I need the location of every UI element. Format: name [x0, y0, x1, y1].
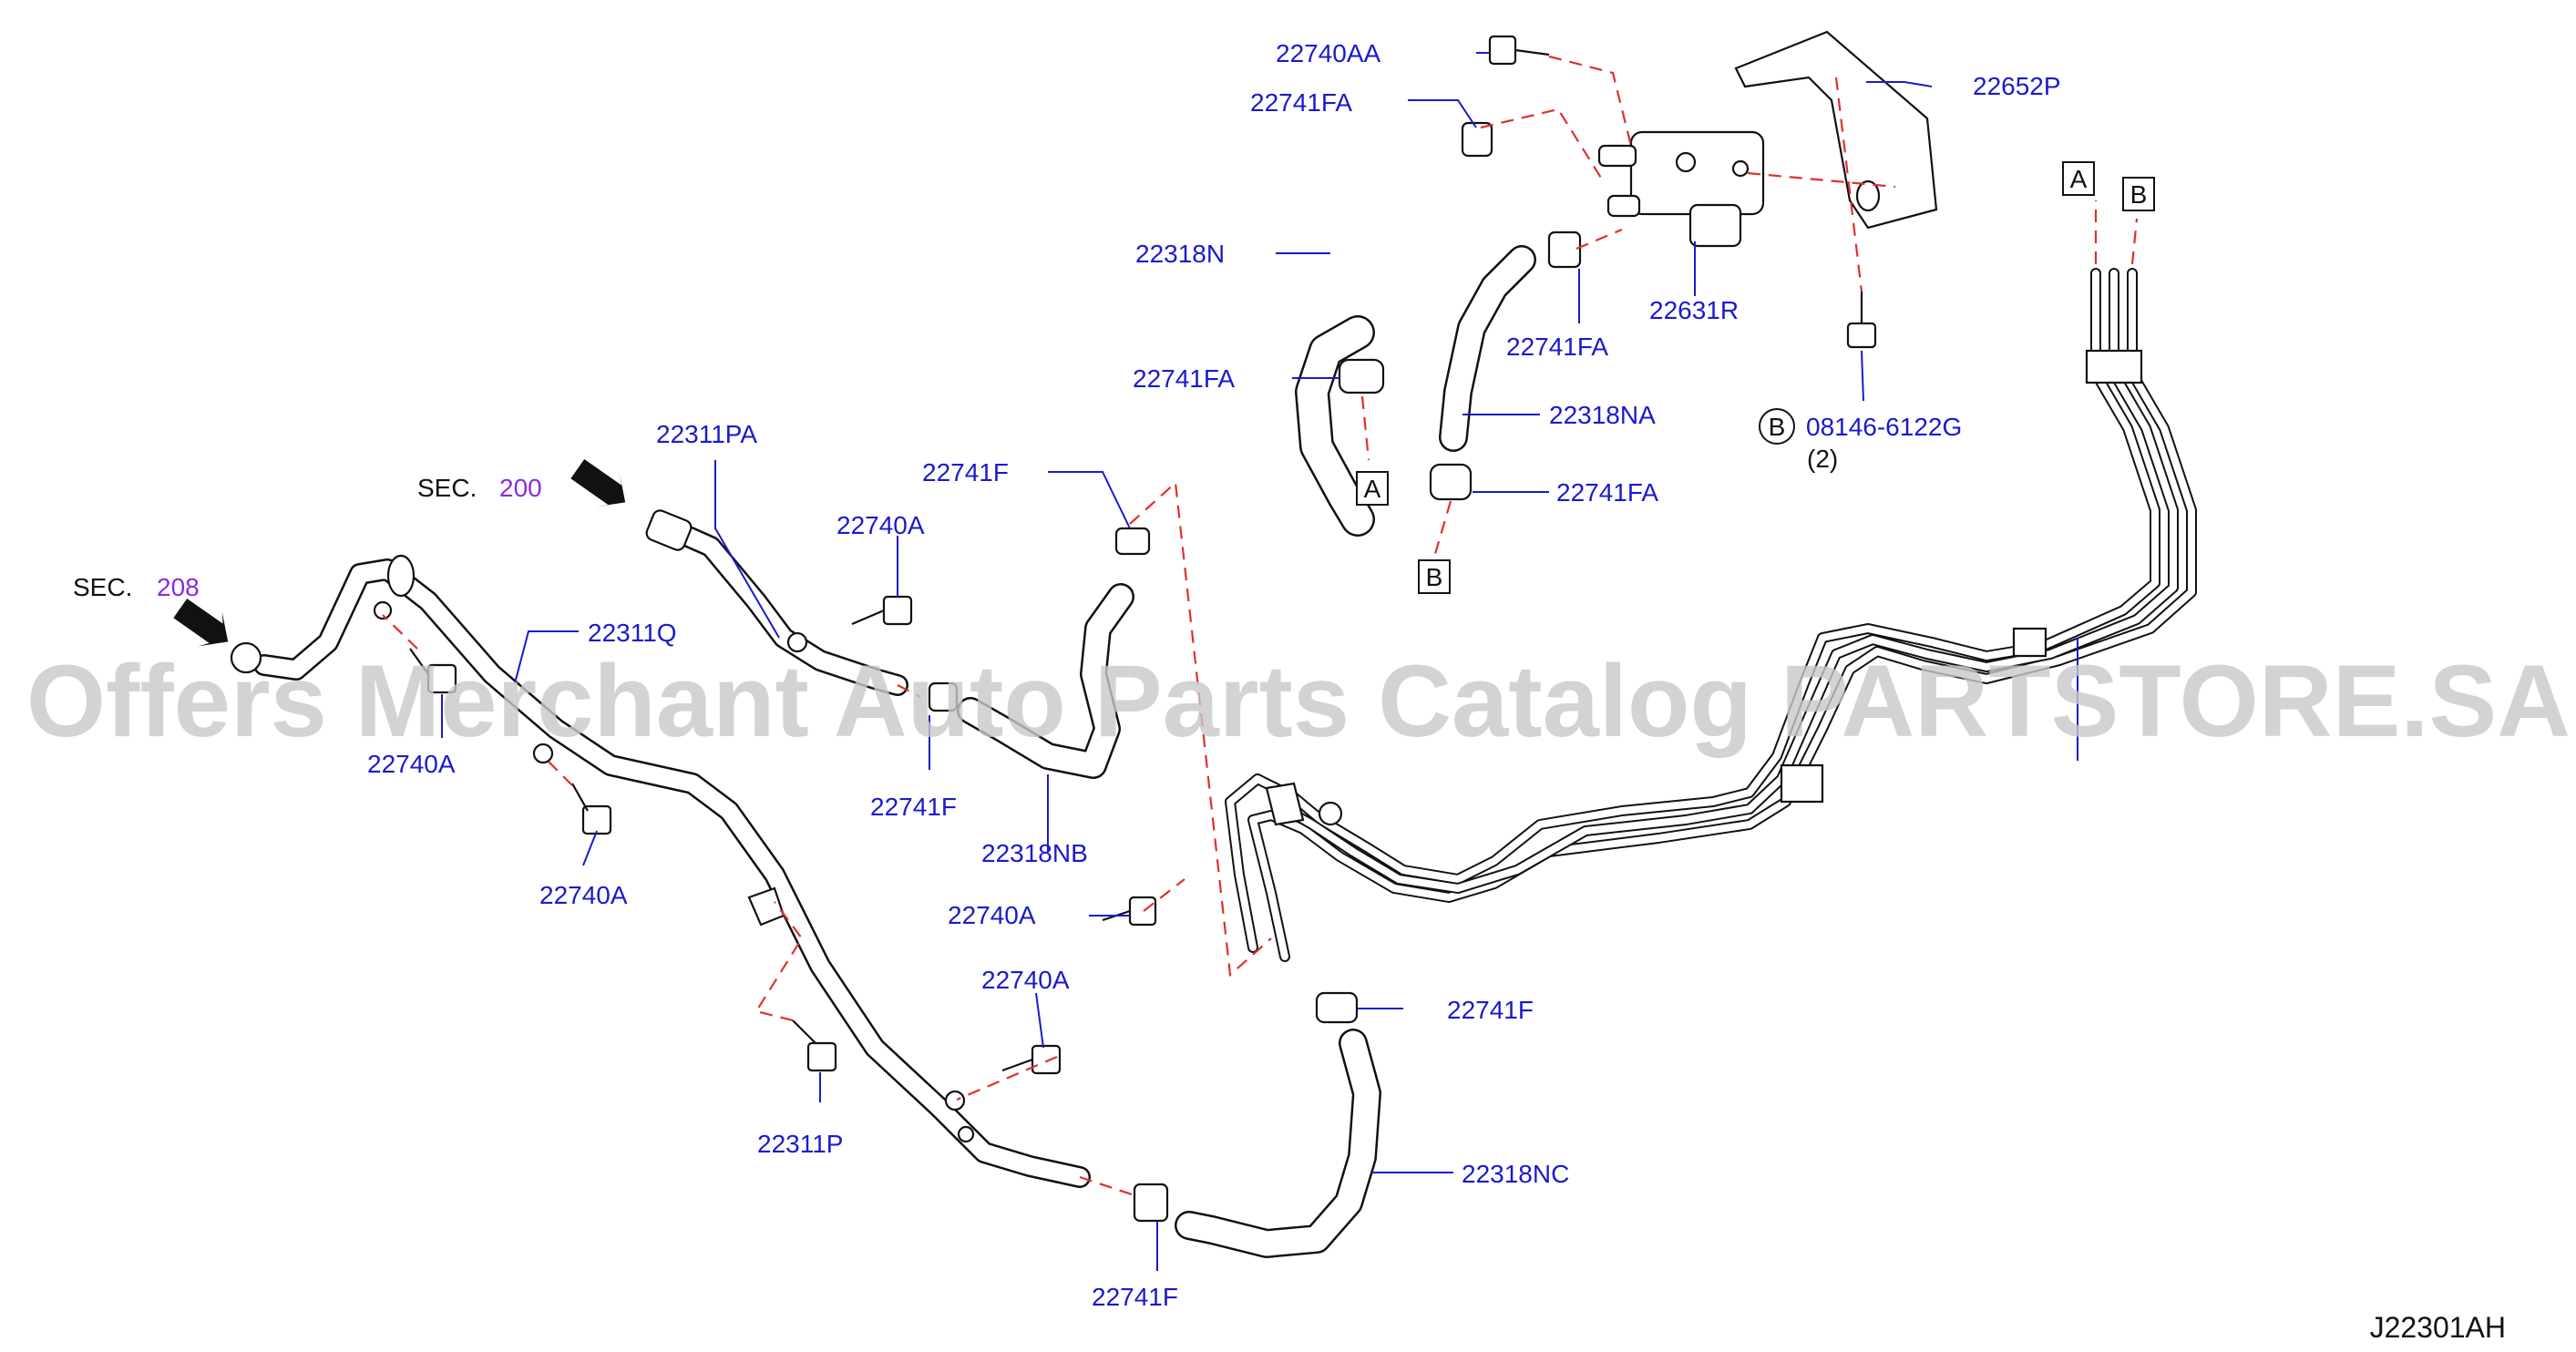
callout-08146-6122G: 08146-6122G — [1806, 413, 1962, 441]
callout-22741FA: 22741FA — [1250, 88, 1352, 117]
section-label: SEC. — [417, 474, 477, 502]
bolt-icon — [571, 783, 612, 835]
clip-icon — [1338, 358, 1385, 394]
bolt-icon — [851, 595, 913, 626]
pipe-22311P — [1225, 268, 2197, 962]
clip-icon — [1547, 230, 1582, 269]
callout-22740A: 22740A — [539, 881, 628, 909]
callout-22740A: 22311P — [757, 1130, 843, 1158]
callout-22740AA: 22740AA — [1276, 39, 1381, 67]
pipe-22311PA — [645, 509, 908, 696]
ref-box-B-upper: B — [2122, 177, 2155, 211]
clip-icon — [1315, 991, 1359, 1024]
callout-22311Q: 22311Q — [588, 619, 677, 647]
svg-text:B: B — [1426, 563, 1443, 591]
clip-icon — [1461, 121, 1493, 158]
clip-icon — [1114, 527, 1151, 556]
bolt-icon — [1102, 896, 1157, 927]
callout-22318N: 22318N — [1135, 240, 1225, 268]
clip-icon — [1429, 463, 1473, 501]
clip-icon — [1133, 1183, 1169, 1223]
hose-22318NB — [957, 583, 1134, 779]
section-label: SEC. — [73, 573, 132, 601]
callout-22741FA: 22741FA — [1133, 364, 1235, 393]
section-arrow-icon — [173, 598, 229, 647]
callout-quantity: (2) — [1807, 445, 1838, 473]
circled-b-icon: B — [1759, 408, 1795, 445]
section-number[interactable]: 208 — [157, 573, 200, 601]
section-arrow-icon — [570, 458, 626, 507]
solenoid-valve-22631R — [1597, 130, 1765, 248]
clip-icon — [928, 681, 959, 712]
section-number[interactable]: 200 — [499, 474, 542, 502]
diagram-code: J22301AH — [2370, 1311, 2506, 1344]
callout-22631R: 22631R — [1649, 296, 1739, 324]
watermark: Offers Merchant Auto Parts Catalog PARTS… — [26, 644, 2571, 758]
callout-22741F: 22741F — [922, 458, 1009, 487]
callout-22740A: 22740A — [836, 511, 925, 539]
bracket-22652P — [1734, 30, 1938, 230]
svg-text:A: A — [1364, 475, 1381, 503]
callout-22741F: 22741F — [1447, 996, 1534, 1024]
callout-22311PA: 22311PA — [656, 420, 757, 448]
svg-text:A: A — [2070, 165, 2088, 193]
bolt-icon — [792, 1019, 837, 1072]
callout-22741FA: 22741FA — [1556, 478, 1658, 507]
callout-22652P: 22652P — [1973, 72, 2061, 100]
ref-box-A-lower: A — [1356, 471, 1389, 506]
bolt-icon — [1488, 35, 1550, 66]
hose-22318NA — [1439, 245, 1536, 452]
ref-box-A-upper: A — [2062, 161, 2095, 196]
callout-22740A: 22740A — [981, 966, 1070, 994]
pipe-22311Q — [230, 554, 1091, 1188]
callout-22741FA: 22741FA — [1506, 333, 1608, 361]
hose-22318NC — [1175, 1029, 1381, 1258]
callout-22740A: 22740A — [367, 750, 456, 778]
svg-text:B: B — [2130, 180, 2148, 209]
bolt-icon — [1846, 292, 1877, 349]
bolt-icon — [1001, 1044, 1062, 1075]
svg-text:B: B — [1769, 413, 1786, 441]
callout-22741F: 22741F — [870, 793, 957, 821]
hose-22318N — [1295, 315, 1375, 537]
callout-22318NA: 22318NA — [1549, 401, 1656, 429]
callout-22741F: 22741F — [1092, 1283, 1178, 1311]
ref-box-B-lower: B — [1418, 559, 1451, 594]
callout-22318NC: 22318NC — [1462, 1160, 1569, 1188]
callout-22740A: 22740A — [948, 901, 1036, 929]
bolt-icon — [409, 648, 457, 694]
callout-22318NB: 22318NB — [981, 839, 1088, 867]
